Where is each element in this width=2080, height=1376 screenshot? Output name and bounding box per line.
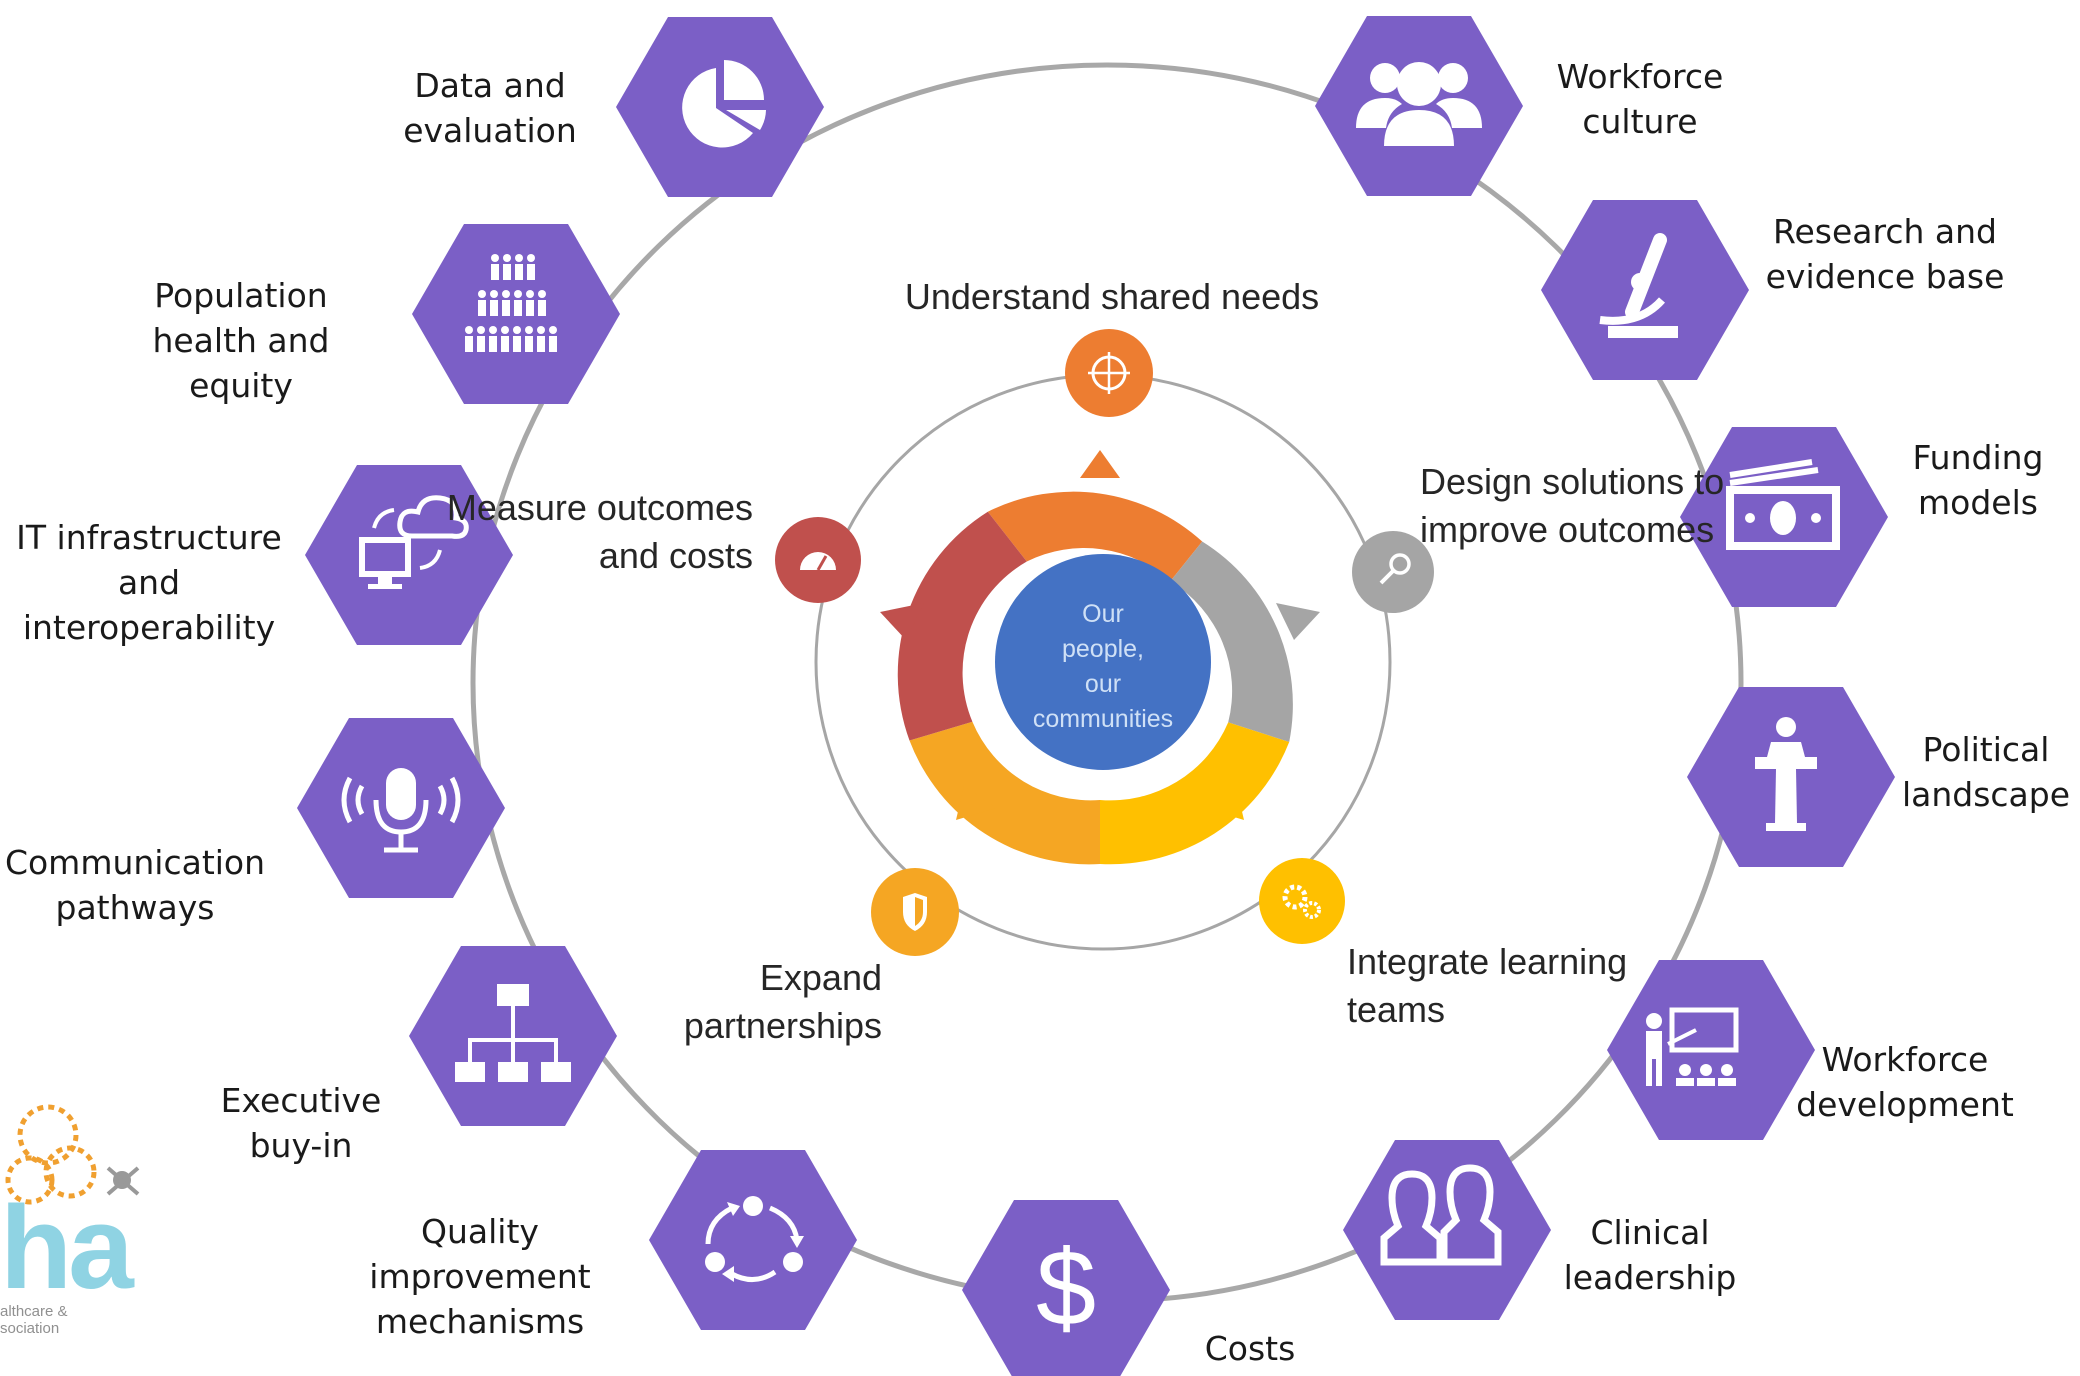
shield-icon	[871, 868, 959, 956]
enabler-label-population: Population health and equity	[152, 276, 330, 405]
enabler-label-costs: Costs	[1204, 1329, 1296, 1368]
enabler-label-clinical: Clinical leadership	[1563, 1213, 1737, 1297]
donut-segment-understand	[987, 491, 1203, 582]
cycle-icons	[775, 329, 1434, 956]
cloud-computer-icon	[359, 495, 469, 589]
people-group-icon	[1356, 62, 1482, 146]
enabler-label-executive: Executive buy-in	[220, 1081, 382, 1165]
cycle-label-measure: Measure outcomes and costs	[446, 487, 753, 576]
arrow-tip-bottom-left	[956, 786, 996, 820]
pie-chart-icon	[682, 60, 766, 148]
cycle-donut	[880, 450, 1320, 865]
gears-icon	[1259, 858, 1345, 944]
cycle-label-integrate: Integrate learning teams	[1347, 941, 1628, 1030]
org-chart-icon	[455, 984, 571, 1082]
enabler-label-workforce-culture: Workforce culture	[1556, 57, 1724, 141]
microphone-icon	[341, 768, 461, 853]
enabler-label-workforce-development: Workforce development	[1796, 1040, 2014, 1124]
leaders-icon	[1380, 1164, 1502, 1266]
arrow-tip-top	[1080, 450, 1120, 478]
target-people-icon	[1065, 329, 1153, 417]
podium-icon	[1755, 717, 1817, 831]
hexagon-costs	[962, 1200, 1170, 1376]
cycle-label-understand: Understand shared needs	[904, 276, 1320, 317]
enabler-label-data: Data and evaluation	[403, 66, 577, 150]
donut-segment-measure	[897, 511, 1027, 741]
logo-mark	[5, 1104, 140, 1205]
microscope-icon	[1599, 233, 1678, 338]
cycle-label-design: Design solutions to improve outcomes	[1420, 461, 1725, 550]
donut-segment-integrate	[1100, 722, 1290, 865]
money-icon	[1726, 459, 1840, 550]
population-icon	[465, 254, 557, 352]
logo-subtitle: althcare & sociation	[0, 1303, 68, 1337]
center-label: Our people, our communities	[1032, 600, 1174, 733]
cycle-label-expand: Expand partnerships	[683, 957, 882, 1046]
enabler-label-political: Political landscape	[1901, 730, 2071, 814]
gauge-icon	[775, 517, 861, 603]
enabler-label-research: Research and evidence base	[1765, 212, 2005, 296]
key-icon	[1352, 531, 1434, 613]
teacher-icon	[1646, 1007, 1739, 1086]
enabler-label-quality: Quality improvement mechanisms	[369, 1212, 591, 1341]
center-circle	[995, 554, 1211, 770]
hexagon-quality	[649, 1150, 857, 1330]
enabler-label-it: IT infrastructure and interoperability	[16, 518, 282, 647]
arrow-tip-left	[880, 603, 924, 640]
enabler-label-communication: Communication pathways	[4, 843, 266, 927]
enabler-label-funding: Funding models	[1912, 438, 2044, 522]
cycle-arrows-icon	[705, 1196, 804, 1282]
arrow-tip-bottom-right	[1204, 786, 1244, 820]
dollar-icon: $	[1036, 1227, 1096, 1348]
hexagon-data	[616, 17, 824, 197]
logo-letters: ha	[0, 1182, 134, 1314]
arrow-tip-right	[1276, 603, 1320, 640]
donut-segment-design	[1170, 541, 1293, 742]
donut-segment-expand	[909, 721, 1100, 865]
logo: ha althcare & sociation	[0, 1182, 134, 1337]
